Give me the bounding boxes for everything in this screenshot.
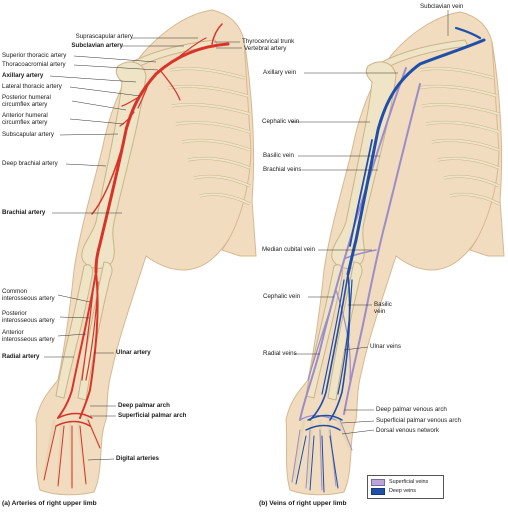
label-median-cubital-vein: Median cubital vein [262, 246, 315, 253]
label-superficial-palmar-arch: Superficial palmar arch [118, 412, 187, 419]
label-brachial-veins: Brachial veins [263, 166, 302, 173]
label-subclavian-vein: Subclavian vein [420, 3, 464, 10]
label-thoracoacromial-artery: Thoracoacromial artery [2, 61, 66, 68]
label-posterior-humeral-circumflex-artery: Posterior humeral circumflex artery [2, 94, 51, 108]
humerus-b [331, 61, 397, 269]
label-deep-palmar-arch: Deep palmar arch [118, 402, 170, 409]
label-deep-brachial-artery: Deep brachial artery [2, 160, 58, 167]
legend-swatch-deep [371, 487, 385, 495]
caption-panel-a: (a) Arteries of right upper limb [2, 500, 97, 507]
label-superficial-palmar-venous-arch: Superficial palmar venous arch [376, 417, 461, 424]
panel-b-arm [285, 11, 505, 496]
label-deep-palmar-venous-arch: Deep palmar venous arch [376, 406, 447, 413]
label-thyrocervical-trunk: Thyrocervical trunk [242, 38, 295, 45]
label-cephalic-vein-lower: Cephalic vein [263, 293, 301, 300]
label-cephalic-vein-upper: Cephalic vein [262, 118, 300, 125]
label-basilic-vein-lower: Basilic vein [374, 301, 392, 315]
label-ulnar-veins: Ulnar veins [370, 343, 401, 350]
radius-a [55, 264, 93, 399]
label-anterior-interosseous-artery: Anterior interosseous artery [2, 329, 55, 343]
label-superior-thoracic-artery: Superior thoracic artery [2, 52, 67, 59]
legend: Superficial veins Deep veins [367, 475, 444, 499]
label-subscapular-artery: Subscapular artery [2, 131, 54, 138]
label-axillary-artery: Axillary artery [2, 72, 44, 79]
label-brachial-artery: Brachial artery [2, 209, 46, 216]
label-posterior-interosseous-artery: Posterior interosseous artery [2, 310, 55, 324]
arteries [43, 23, 230, 489]
label-vertebral-artery: Vertebral artery [244, 45, 287, 52]
legend-item-deep: Deep veins [371, 487, 416, 495]
caption-panel-b: (b) Veins of right upper limb [259, 500, 347, 507]
label-dorsal-venous-network: Dorsal venous network [376, 427, 439, 434]
label-lateral-thoracic-artery: Lateral thoracic artery [2, 83, 62, 90]
label-suprascapular-artery: Suprascapular artery [75, 33, 133, 40]
label-radial-artery: Radial artery [2, 353, 40, 360]
label-ulnar-artery: Ulnar artery [116, 349, 151, 356]
ulna-a [77, 261, 113, 401]
label-radial-veins: Radial veins [263, 350, 297, 357]
legend-swatch-superficial [371, 478, 385, 486]
legend-label-superficial: Superficial veins [389, 479, 429, 485]
label-digital-arteries: Digital arteries [116, 455, 159, 462]
legend-label-deep: Deep veins [389, 488, 416, 494]
panel-a-arm [35, 9, 257, 496]
leader-lines [44, 10, 449, 461]
legend-item-superficial: Superficial veins [371, 478, 428, 486]
label-common-interosseous-artery: Common interosseous artery [2, 288, 55, 302]
label-subclavian-artery: Subclavian artery [71, 42, 123, 49]
label-axillary-vein: Axillary vein [263, 69, 297, 76]
label-anterior-humeral-circumflex-artery: Anterior humeral circumflex artery [2, 112, 48, 126]
label-basilic-vein-upper: Basilic vein [263, 152, 294, 159]
